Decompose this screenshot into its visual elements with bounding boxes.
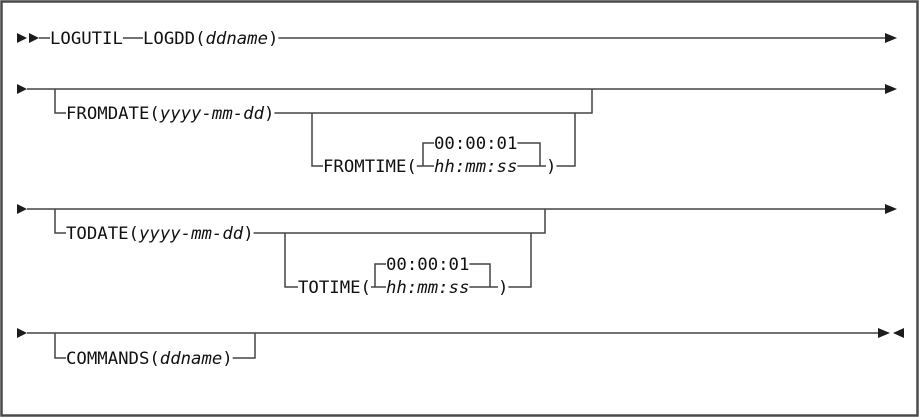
variable-logdd-ddname: ddname [206,29,269,49]
keyword-logutil: LOGUTIL [50,29,123,49]
rail-line [27,332,878,359]
variable-todate-value: yyyy-mm-dd [138,224,244,244]
rail-line [27,208,885,288]
paren-close-fromdate: ) [264,104,274,124]
keyword-fromtime: FROMTIME( [323,157,417,177]
rail-row-main: LOGUTIL LOGDD( ddname ) [17,29,897,49]
diagram-end-icon [878,328,890,338]
line-continue-icon [885,84,897,94]
diagram-end-icon [893,328,904,338]
paren-close-commands: ) [222,349,232,369]
variable-fromtime-value: hh:mm:ss [434,157,517,177]
diagram-start-icon [17,33,27,43]
diagram-start-icon [29,33,39,43]
paren-close-fromtime: ) [546,157,556,177]
paren-close-todate: ) [243,224,253,244]
line-continue-icon [17,328,27,338]
rail-row-todate: TODATE( yyyy-mm-dd ) TOTIME( 00:00:01 hh… [17,204,897,298]
paren-close-totime: ) [498,278,508,298]
default-totime-value: 00:00:01 [386,255,469,275]
line-continue-icon [885,33,897,43]
rail-line [27,88,885,167]
line-continue-icon [885,204,897,214]
variable-totime-value: hh:mm:ss [386,278,469,298]
rail-row-commands: COMMANDS( ddname ) [17,328,904,369]
keyword-commands: COMMANDS( [66,349,160,369]
line-continue-icon [17,84,27,94]
variable-commands-ddname: ddname [160,349,223,369]
line-continue-icon [17,204,27,214]
keyword-logdd: LOGDD( [143,29,206,49]
keyword-todate: TODATE( [66,224,139,244]
variable-fromdate-value: yyyy-mm-dd [159,104,265,124]
paren-close-logdd: ) [268,29,278,49]
default-fromtime-value: 00:00:01 [434,134,517,154]
keyword-totime: TOTIME( [298,278,371,298]
rail-row-fromdate: FROMDATE( yyyy-mm-dd ) FROMTIME( 00:00:0… [17,84,897,177]
keyword-fromdate: FROMDATE( [66,104,160,124]
